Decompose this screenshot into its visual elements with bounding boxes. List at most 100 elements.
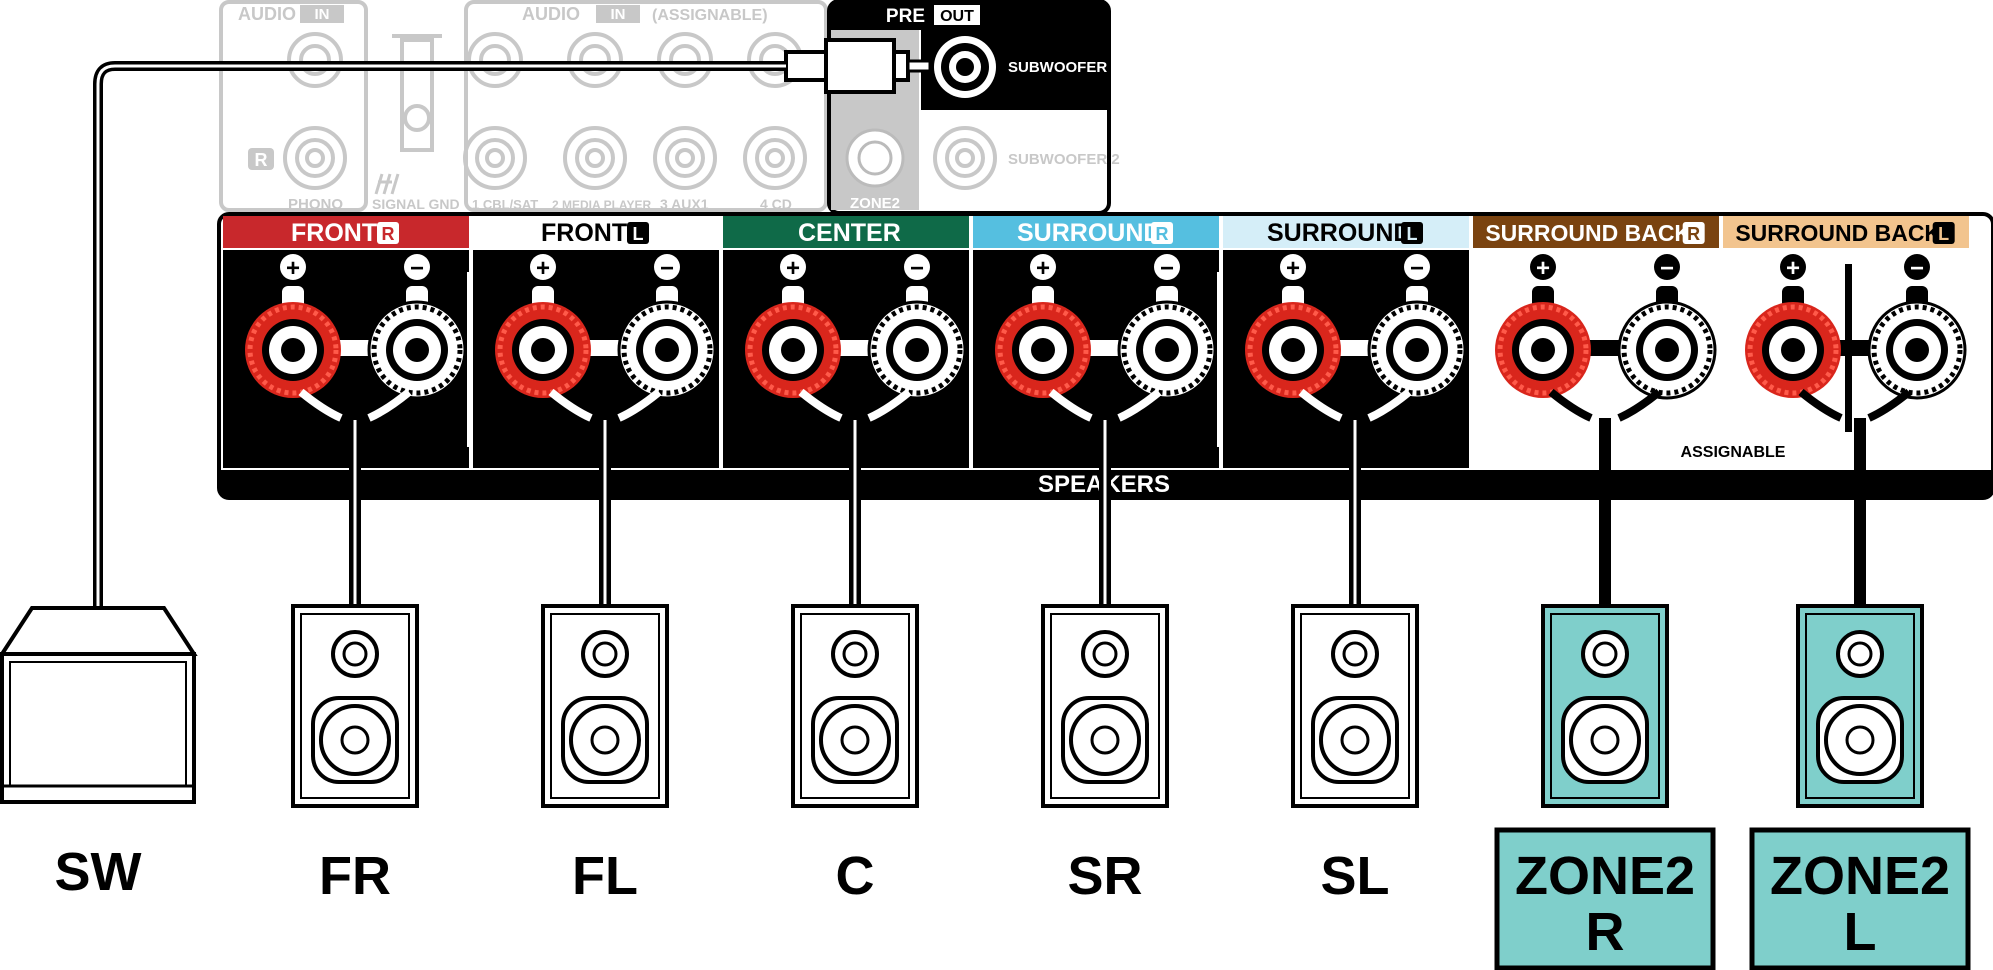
channel-header-bg — [223, 216, 469, 248]
pair-divider — [467, 272, 475, 447]
channel-header-bg — [973, 216, 1219, 248]
audio-in-section: AUDIO IN AUDIO IN (ASSIGNABLE) R — [219, 0, 828, 213]
minus-symbol: − — [1160, 255, 1174, 282]
speaker-cabinet-icon — [291, 604, 419, 808]
plus-symbol-bg — [780, 254, 806, 280]
channel-label: SURROUND — [1267, 219, 1411, 247]
input-label-cd: 4 CD — [760, 196, 792, 212]
side-badge: R — [1687, 224, 1700, 244]
subwoofer1-jack-icon — [934, 36, 996, 98]
side-badge-bg — [1932, 222, 1955, 244]
wire-loop-minus — [1867, 388, 1912, 422]
rca-jack-row-bottom — [283, 126, 807, 190]
subwoofer2-jack-icon — [933, 126, 997, 190]
r-badge-bg — [248, 148, 274, 170]
speaker-sl: SL — [1291, 418, 1419, 906]
side-badge: L — [1407, 224, 1418, 244]
wire-loop-plus — [548, 388, 593, 422]
subwoofer1-label: SUBWOOFER 1 — [1008, 59, 1120, 76]
plus-symbol-bg — [1030, 254, 1056, 280]
minus-symbol-bg — [654, 254, 680, 280]
input-label-aux1: 3 AUX1 — [660, 196, 709, 212]
speaker-terminal-panel: SPEAKERS ASSIGNABLE FRONTR+−FRONTL+−CENT… — [217, 212, 1993, 500]
wire-loop-minus — [1367, 388, 1412, 422]
speaker-cabinet-icon — [541, 604, 669, 808]
speaker-sw: SW — [0, 606, 198, 902]
speaker-label-fr: FR — [319, 846, 391, 906]
out-badge: OUT — [940, 8, 974, 25]
speaker-sr: SR — [1041, 418, 1169, 906]
side-badge: L — [1938, 224, 1949, 244]
wire-loop-plus — [1798, 388, 1843, 422]
plus-symbol-bg — [1530, 254, 1556, 280]
in-badge-bg — [300, 5, 344, 23]
in-badge-bg-2 — [596, 5, 640, 23]
plus-symbol: + — [286, 255, 300, 282]
rca-jack-row-top — [287, 32, 803, 88]
post-bridge — [583, 340, 627, 356]
in-badge: IN — [315, 6, 330, 23]
minus-symbol-bg — [404, 254, 430, 280]
plus-symbol-bg — [1280, 254, 1306, 280]
plus-symbol: + — [1286, 255, 1300, 282]
speaker-cable — [1854, 418, 1866, 608]
wire-loop-minus — [1117, 388, 1162, 422]
wire-loop-plus — [298, 388, 343, 422]
assignable-panel-outline — [464, 0, 828, 212]
speaker-cabinet-icon — [1291, 604, 1419, 808]
minus-symbol: − — [660, 255, 674, 282]
post-bridge — [1333, 340, 1377, 356]
plus-symbol: + — [1536, 255, 1550, 282]
minus-symbol: − — [1660, 255, 1674, 282]
assignable-label: ASSIGNABLE — [1681, 444, 1786, 461]
minus-symbol-bg — [904, 254, 930, 280]
minus-symbol-bg — [1654, 254, 1680, 280]
speaker-label-sl: SL — [1320, 846, 1389, 906]
channel-header-bg — [1223, 216, 1469, 248]
rca-plug-icon — [784, 38, 932, 94]
channel-label: FRONT — [541, 219, 627, 247]
wire-loop-plus — [1298, 388, 1343, 422]
minus-symbol: − — [1410, 255, 1424, 282]
side-badge: L — [633, 224, 644, 244]
channel-label: SURROUND BACK — [1485, 220, 1691, 246]
speaker-fr: FR — [291, 418, 419, 906]
wire-loop-minus — [1617, 388, 1662, 422]
signal-gnd-post-icon — [374, 34, 442, 195]
channel-header-bg — [723, 216, 969, 248]
in-badge-2: IN — [611, 6, 626, 23]
speaker-label-sr: SR — [1067, 846, 1142, 906]
plus-symbol: + — [1036, 255, 1050, 282]
audio-in-label-2: AUDIO — [522, 4, 580, 24]
side-badge-bg — [1401, 222, 1423, 244]
side-badge-bg — [377, 222, 399, 244]
pair-divider — [1217, 272, 1225, 447]
minus-symbol-bg — [1404, 254, 1430, 280]
channel-label: FRONT — [291, 219, 377, 247]
post-bridge — [1583, 340, 1627, 356]
channel-label: CENTER — [798, 219, 901, 247]
speaker-label-sw: SW — [55, 842, 142, 902]
channel-header-bg — [1723, 216, 1969, 248]
phono-panel-outline — [219, 0, 368, 212]
plus-symbol-bg — [280, 254, 306, 280]
minus-symbol: − — [1910, 255, 1924, 282]
zone2-label-box — [1494, 827, 1716, 970]
zone2-label-line1: ZONE2 — [1770, 846, 1950, 906]
out-badge-bg — [934, 5, 980, 25]
minus-symbol-bg — [1904, 254, 1930, 280]
channel-label: SURROUND BACK — [1735, 220, 1941, 246]
zone2-label-line2: R — [1586, 902, 1625, 962]
speaker-label-c: C — [836, 846, 875, 906]
channel-label: SURROUND — [1017, 219, 1161, 247]
pre-out-section: PRE OUT ZONE2 SUBWOOFER 1 SUBWOOFER 2 — [784, 0, 1120, 215]
